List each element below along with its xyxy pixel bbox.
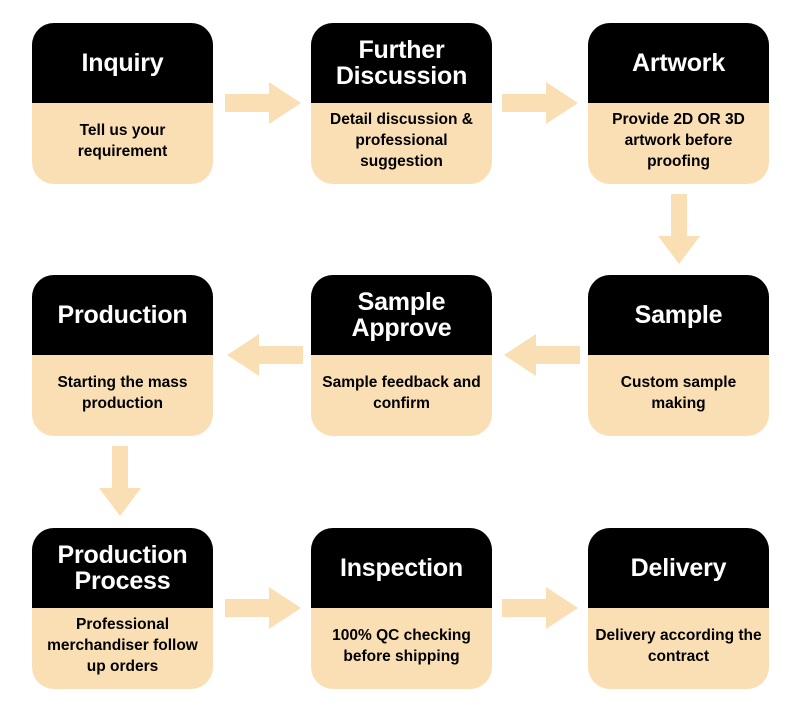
step-description-production-process: Professional merchandiser follow up orde… — [47, 616, 198, 675]
step-box-further-discussion[interactable]: Further Discussion Detail discussion & p… — [311, 23, 492, 184]
step-description-inquiry: Tell us your requirement — [77, 121, 168, 160]
step-title-inspection: Inspection — [311, 528, 492, 608]
step-description-sample: Custom sample making — [620, 373, 737, 412]
arrow-right-further-discussion-to-artwork — [502, 80, 578, 126]
step-title-production-process: Production Process — [32, 528, 213, 608]
arrow-left-sample-approve-to-production — [227, 332, 303, 378]
step-title-inquiry: Inquiry — [32, 23, 213, 103]
step-box-inquiry[interactable]: Inquiry Tell us your requirement — [32, 23, 213, 184]
step-box-production[interactable]: Production Starting the mass production — [32, 275, 213, 436]
step-title-further-discussion: Further Discussion — [311, 23, 492, 103]
step-box-sample[interactable]: Sample Custom sample making — [588, 275, 769, 436]
step-title-sample-approve: Sample Approve — [311, 275, 492, 355]
step-box-inspection[interactable]: Inspection 100% QC checking before shipp… — [311, 528, 492, 689]
step-title-sample: Sample — [588, 275, 769, 355]
arrow-left-sample-to-sample-approve — [504, 332, 580, 378]
step-description-artwork: Provide 2D OR 3D artwork before proofing — [612, 111, 745, 170]
step-description-further-discussion: Detail discussion & professional suggest… — [330, 111, 473, 170]
step-box-delivery[interactable]: Delivery Delivery according the contract — [588, 528, 769, 689]
arrow-right-production-process-to-inspection — [225, 585, 301, 631]
step-box-artwork[interactable]: Artwork Provide 2D OR 3D artwork before … — [588, 23, 769, 184]
step-title-delivery: Delivery — [588, 528, 769, 608]
arrow-down-production-to-production-process — [97, 446, 143, 516]
step-description-inspection: 100% QC checking before shipping — [332, 626, 471, 665]
step-description-production: Starting the mass production — [57, 373, 188, 412]
arrow-right-inquiry-to-further-discussion — [225, 80, 301, 126]
step-description-sample-approve: Sample feedback and confirm — [322, 373, 481, 412]
step-title-production: Production — [32, 275, 213, 355]
arrow-right-inspection-to-delivery — [502, 585, 578, 631]
step-description-delivery: Delivery according the contract — [595, 626, 762, 665]
arrow-down-artwork-to-sample — [656, 194, 702, 264]
step-title-artwork: Artwork — [588, 23, 769, 103]
step-box-sample-approve[interactable]: Sample Approve Sample feedback and confi… — [311, 275, 492, 436]
step-box-production-process[interactable]: Production Process Professional merchand… — [32, 528, 213, 689]
